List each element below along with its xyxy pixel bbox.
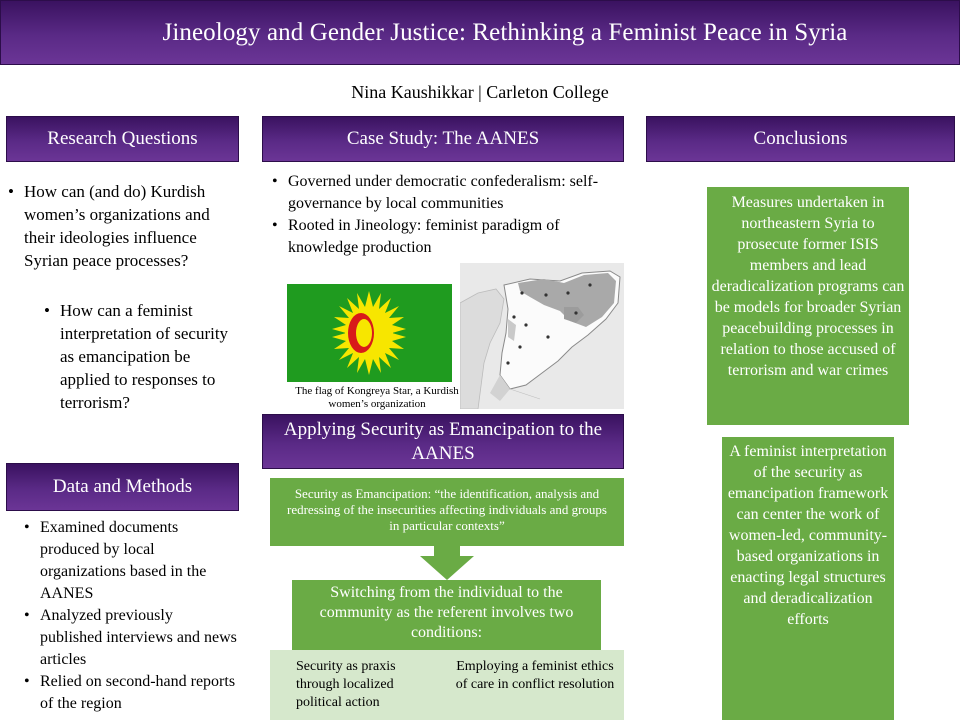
down-arrow-stem: [434, 546, 460, 556]
author-line: Nina Kaushikkar | Carleton College: [351, 82, 609, 102]
flag-caption: The flag of Kongreya Star, a Kurdish wom…: [295, 385, 459, 410]
data-methods-header: Data and Methods: [6, 463, 239, 511]
conclusion-1-text: Measures undertaken in northeastern Syri…: [711, 194, 905, 379]
switching-box: Switching from the individual to the com…: [292, 580, 601, 650]
research-questions-list: How can (and do) Kurdish women’s organiz…: [6, 180, 238, 272]
condition-2-text: Employing a feminist ethics of care in c…: [455, 659, 615, 692]
applying-header: Applying Security as Emancipation to the…: [262, 414, 624, 469]
condition-1-text: Security as praxis through localized pol…: [296, 659, 396, 710]
research-questions-heading: Research Questions: [47, 128, 198, 149]
down-arrow-icon: [420, 556, 474, 580]
conclusion-2-box: A feminist interpretation of the securit…: [722, 437, 894, 720]
research-question-2: How can a feminist interpretation of sec…: [42, 299, 238, 414]
case-study-item: Governed under democratic confederalism:…: [270, 171, 622, 215]
case-study-item: Rooted in Jineology: feminist paradigm o…: [270, 215, 622, 259]
sun-emblem-icon: [332, 291, 406, 375]
conclusion-1-box: Measures undertaken in northeastern Syri…: [707, 187, 909, 425]
applying-heading: Applying Security as Emancipation to the…: [283, 418, 603, 464]
security-definition-box: Security as Emancipation: “the identific…: [270, 478, 624, 546]
poster-title: Jineology and Gender Justice: Rethinking…: [162, 18, 848, 46]
method-item: Examined documents produced by local org…: [22, 517, 238, 605]
research-questions-header: Research Questions: [6, 116, 239, 162]
condition-2-box: [446, 650, 624, 720]
research-subquestions-list: How can a feminist interpretation of sec…: [42, 299, 238, 414]
title-bar: Jineology and Gender Justice: Rethinking…: [0, 0, 960, 65]
syria-map-graphic: [459, 263, 624, 410]
data-methods-list: Examined documents produced by local org…: [22, 517, 238, 715]
method-item: Analyzed previously published interviews…: [22, 605, 238, 671]
condition-1-box: [270, 650, 446, 720]
switching-text: Switching from the individual to the com…: [319, 584, 574, 641]
conclusions-heading: Conclusions: [753, 128, 848, 149]
case-study-list: Governed under democratic confederalism:…: [270, 171, 622, 259]
security-definition-text: Security as Emancipation: “the identific…: [287, 486, 607, 533]
case-study-heading: Case Study: The AANES: [346, 128, 540, 149]
flag-graphic: [287, 284, 452, 382]
kongreya-star-flag: [287, 284, 452, 382]
data-methods-heading: Data and Methods: [52, 476, 193, 497]
method-item: Relied on second-hand reports of the reg…: [22, 671, 238, 715]
conclusions-header: Conclusions: [646, 116, 955, 162]
syria-map: [459, 263, 624, 410]
conclusion-2-text: A feminist interpretation of the securit…: [727, 443, 889, 628]
case-study-header: Case Study: The AANES: [262, 116, 624, 162]
research-question-1: How can (and do) Kurdish women’s organiz…: [6, 180, 238, 272]
